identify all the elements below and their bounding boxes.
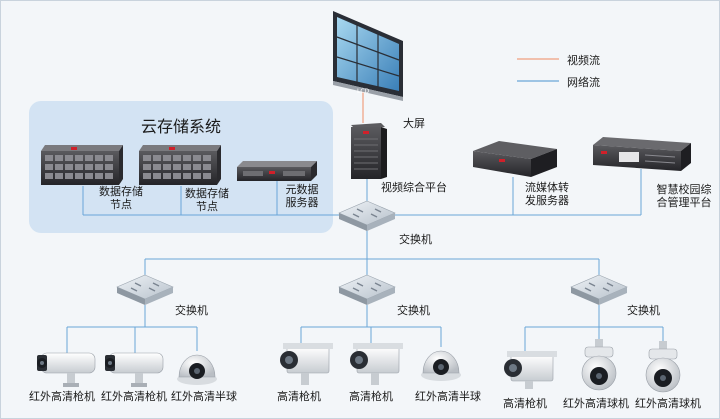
ir-speed-dome-2-icon	[645, 341, 681, 393]
hd-bullet-camera-1-icon	[280, 343, 333, 385]
metadata-server-icon	[237, 161, 317, 181]
metadata-server-label: 元数据服务器	[285, 183, 319, 209]
ir-dome-camera-left-icon	[177, 354, 217, 385]
middle-switch-icon	[338, 274, 396, 305]
hd-bullet-camera-3-icon	[504, 351, 557, 389]
legend-video-stream-label: 视频流	[567, 54, 600, 67]
camera-label-left-1: 红外高清枪机	[29, 390, 95, 403]
media-server-label: 流媒体转发服务器	[525, 181, 569, 207]
camera-label-middle-1: 高清枪机	[277, 390, 321, 403]
camera-label-right-1: 高清枪机	[503, 397, 547, 410]
camera-label-middle-3: 红外高清半球	[415, 390, 481, 403]
camera-label-left-2: 红外高清枪机	[101, 390, 167, 403]
cloud-storage-title: 云存储系统	[141, 117, 222, 136]
display-wall-icon: LCD	[333, 11, 403, 101]
left-switch-label: 交换机	[175, 304, 208, 317]
media-server-icon	[473, 141, 557, 177]
left-switch-icon	[116, 274, 174, 305]
right-switch-label: 交换机	[627, 304, 660, 317]
camera-label-middle-2: 高清枪机	[349, 390, 393, 403]
middle-switch-label: 交换机	[397, 304, 430, 317]
video-platform-label: 视频综合平台	[381, 181, 447, 194]
ir-bullet-camera-2-icon	[105, 352, 164, 387]
core-switch-icon	[338, 200, 396, 231]
campus-platform-icon	[593, 137, 691, 171]
storage-node-1-icon	[41, 145, 123, 185]
camera-label-right-3: 红外高清球机	[635, 397, 701, 410]
ir-speed-dome-1-icon	[581, 339, 617, 391]
network-links	[66, 169, 664, 357]
right-switch-icon	[570, 274, 628, 305]
video-platform-icon	[351, 123, 387, 179]
camera-label-right-2: 红外高清球机	[563, 397, 629, 410]
storage-node-2-icon	[139, 145, 221, 185]
legend-network-stream-label: 网络流	[567, 76, 600, 89]
storage-node-1-label: 数据存储节点	[99, 185, 143, 211]
core-switch-label: 交换机	[399, 233, 432, 246]
hd-bullet-camera-2-icon	[350, 343, 403, 385]
storage-node-2-label: 数据存储节点	[185, 187, 229, 213]
ir-bullet-camera-1-icon	[37, 352, 96, 387]
display-wall-label: 大屏	[403, 117, 425, 130]
lcd-mark: LCD	[357, 88, 370, 95]
campus-platform-label: 智慧校园综合管理平台	[656, 183, 712, 209]
camera-label-left-3: 红外高清半球	[171, 390, 237, 403]
ir-dome-camera-middle-icon	[421, 350, 461, 381]
